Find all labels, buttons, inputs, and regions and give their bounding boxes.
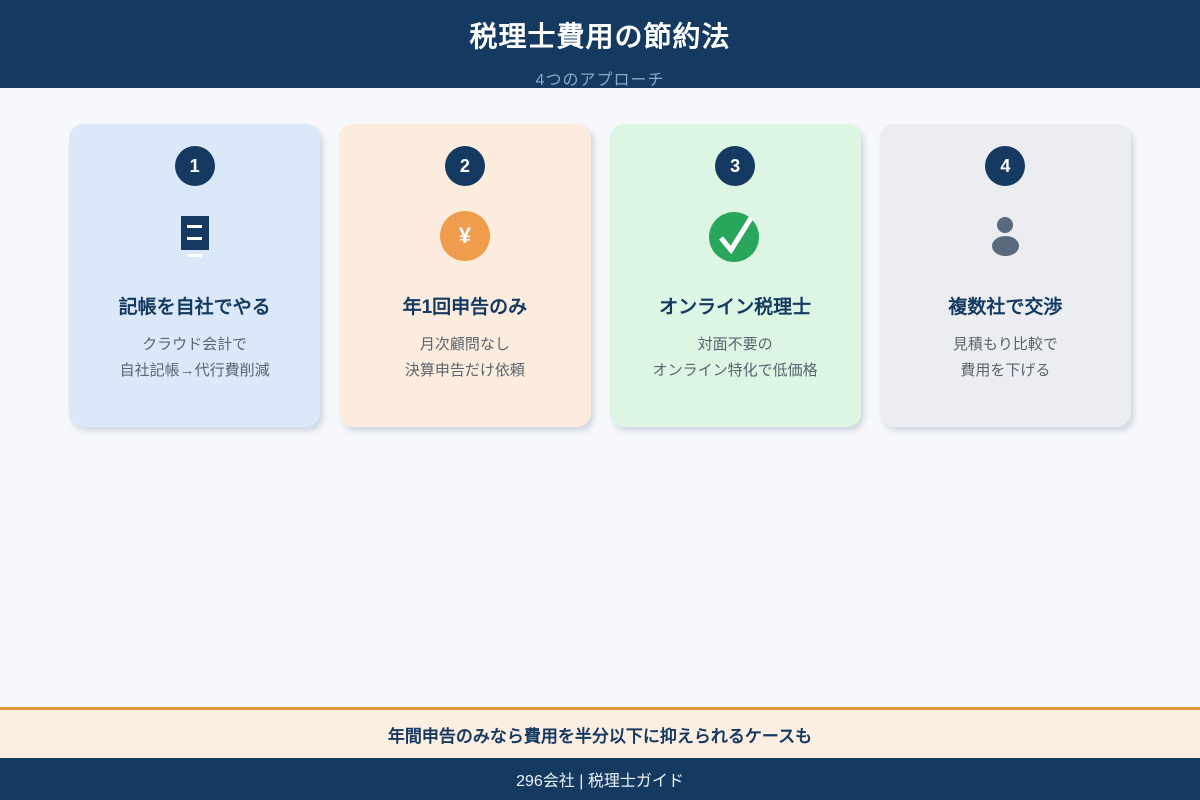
highlight-banner: 年間申告のみなら費用を半分以下に抑えられるケースも	[0, 707, 1200, 758]
header: 税理士費用の節約法 4つのアプローチ	[0, 0, 1200, 89]
icon-zone: ¥	[339, 210, 590, 262]
desc-line: 自社記帳→代行費削減	[119, 362, 270, 379]
page-title: 税理士費用の節約法	[469, 21, 731, 52]
card-description: 月次顧問なし 決算申告だけ依頼	[339, 332, 590, 384]
card-title: 年1回申告のみ	[402, 297, 528, 318]
icon-zone	[610, 210, 861, 262]
check-icon	[709, 212, 760, 262]
desc-line: クラウド会計で	[142, 336, 248, 353]
cards-row: 1 記帳を自社でやる クラウド会計で 自社記帳→代行費削減 2 ¥ 年1回申告の…	[69, 124, 1131, 427]
icon-zone	[880, 210, 1131, 262]
desc-line: 対面不要の	[697, 336, 773, 353]
spacer	[0, 427, 1200, 707]
card-title: 複数社で交渉	[948, 297, 1063, 318]
ledger-icon	[180, 215, 209, 257]
number-badge: 4	[985, 146, 1026, 186]
card-online-tax-accountant: 3 オンライン税理士 対面不要の オンライン特化で低価格	[609, 124, 861, 427]
desc-line: 月次顧問なし	[419, 336, 510, 353]
card-title: オンライン税理士	[659, 297, 812, 318]
card-description: 対面不要の オンライン特化で低価格	[610, 332, 861, 384]
number-badge: 1	[174, 146, 215, 186]
desc-line: 費用を下げる	[960, 362, 1051, 379]
number-badge: 2	[444, 146, 485, 186]
yen-icon: ¥	[439, 211, 490, 261]
footer: 296会社 | 税理士ガイド	[0, 758, 1200, 800]
footer-text: 296会社 | 税理士ガイド	[516, 773, 684, 790]
banner-text: 年間申告のみなら費用を半分以下に抑えられるケースも	[387, 726, 813, 746]
page-subtitle: 4つのアプローチ	[535, 72, 665, 89]
card-annual-filing-only: 2 ¥ 年1回申告のみ 月次顧問なし 決算申告だけ依頼	[339, 124, 591, 427]
icon-zone	[69, 210, 320, 262]
desc-line: 決算申告だけ依頼	[404, 362, 525, 379]
card-negotiate-multiple-firms: 4 複数社で交渉 見積もり比較で 費用を下げる	[879, 124, 1131, 427]
desc-line: 見積もり比較で	[952, 336, 1058, 353]
number-badge: 3	[715, 146, 756, 186]
card-title: 記帳を自社でやる	[118, 297, 271, 318]
person-icon	[991, 216, 1019, 256]
card-description: 見積もり比較で 費用を下げる	[880, 332, 1131, 384]
card-description: クラウド会計で 自社記帳→代行費削減	[69, 332, 320, 384]
desc-line: オンライン特化で低価格	[652, 362, 818, 379]
card-self-bookkeeping: 1 記帳を自社でやる クラウド会計で 自社記帳→代行費削減	[69, 124, 321, 427]
